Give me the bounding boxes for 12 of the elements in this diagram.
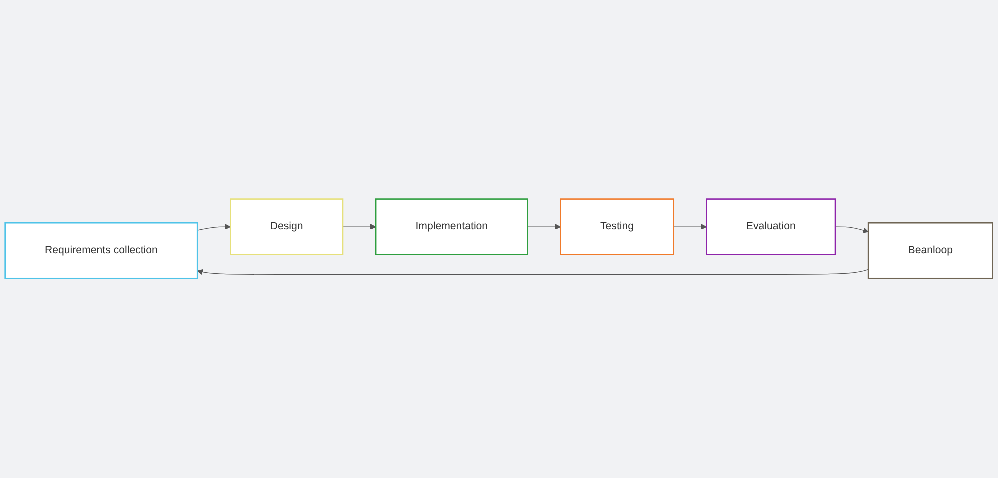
node-box: Beanloop: [868, 222, 994, 280]
node-box: Implementation: [375, 198, 528, 256]
node-box: Design: [230, 198, 344, 256]
arrow: [197, 269, 869, 276]
arrow: [197, 224, 231, 231]
arrow: [673, 224, 708, 230]
arrow: [342, 224, 376, 230]
arrow: [835, 226, 869, 234]
node-box: Testing: [560, 198, 674, 256]
node-box: Requirements collection: [4, 222, 198, 280]
arrow: [527, 224, 562, 230]
node-box: Evaluation: [706, 198, 836, 256]
